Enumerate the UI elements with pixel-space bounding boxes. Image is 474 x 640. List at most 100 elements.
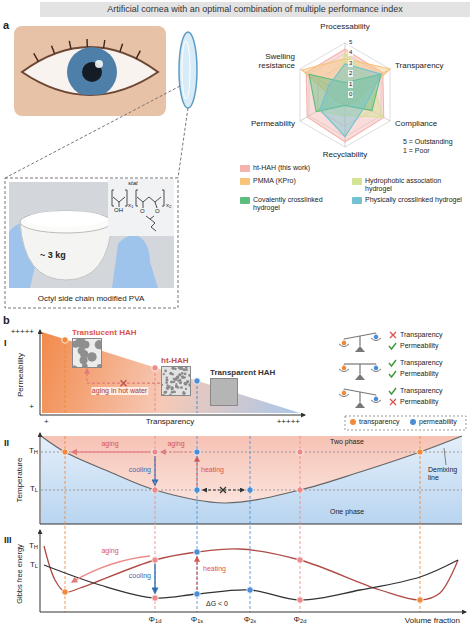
radar-grid (300, 43, 390, 147)
pore (95, 340, 101, 349)
legend-item: PMMA (KPro) (240, 177, 349, 185)
pore (162, 394, 165, 395)
state-dot (152, 365, 158, 371)
line (120, 44, 123, 52)
permeability-transparency-plot (40, 330, 305, 415)
volume-fraction-tick: Φ1s (191, 615, 203, 624)
radar-axis-label: Swelling resistance (245, 52, 295, 70)
axis-title: Permeability (16, 353, 25, 397)
process-label: aging (101, 547, 118, 555)
legend-swatch (240, 165, 250, 172)
subscript: H (34, 449, 38, 455)
pore (173, 378, 175, 380)
line (40, 330, 41, 415)
pore (174, 368, 177, 371)
line (196, 557, 197, 590)
bond (162, 190, 164, 206)
check-mark (389, 371, 396, 377)
process-label: cooling (129, 572, 151, 580)
microstructure-texture (73, 339, 101, 367)
radar-polygon (320, 64, 381, 137)
process-label: heating (201, 466, 224, 474)
texture-ground (162, 367, 190, 395)
check-mark (389, 343, 396, 349)
bond (150, 219, 156, 231)
radar-scale-number: 5 (348, 39, 353, 46)
radar-scale-number: 4 (348, 49, 353, 56)
line (197, 436, 198, 612)
bond (137, 197, 161, 202)
balance-icon (339, 360, 396, 380)
microstructure-label: ht-HAH (161, 356, 191, 366)
line (65, 340, 66, 413)
chem-label: stat (128, 180, 138, 187)
line (72, 451, 150, 452)
process-arrow (72, 556, 150, 582)
line (420, 436, 421, 612)
structure-ground (108, 179, 174, 236)
line (178, 108, 188, 178)
balance-base (355, 402, 365, 408)
eye-illustration (5, 26, 197, 308)
line (197, 381, 198, 413)
axis-title: Volume fraction (405, 616, 460, 625)
legend-text: Physically crosslinked hydrogel (365, 196, 465, 204)
radar-scale-number: 1 (348, 81, 353, 88)
axis-title: Temperature (15, 458, 24, 503)
balance-base (355, 346, 365, 352)
radar-axis-label: Permeability (251, 119, 295, 128)
pore (188, 374, 190, 377)
state-dot (417, 597, 423, 603)
skin (14, 26, 166, 116)
temperature-level: TL (30, 560, 38, 569)
pore (169, 394, 172, 395)
bond (143, 202, 144, 208)
microstructure-square (72, 338, 102, 368)
legend-item: Physically crosslinked hydrogel (352, 196, 465, 204)
line (154, 456, 155, 485)
two-phase-region (41, 436, 462, 503)
volume-fraction-tick: Φ2d (294, 615, 307, 624)
pore (182, 392, 185, 395)
line (344, 363, 376, 364)
energy-note: ΔG < 0 (206, 600, 228, 608)
state-dot (194, 591, 200, 597)
texture-ground (73, 339, 101, 367)
process-connector (87, 369, 160, 383)
radar-scale-number: 0 (348, 91, 353, 98)
state-dot (152, 595, 158, 601)
microstructure-square (210, 378, 238, 406)
line (155, 368, 156, 413)
radar-axis-label: Compliance (395, 119, 437, 128)
process-label: aging (101, 440, 118, 448)
pan-dot (374, 397, 379, 402)
line (300, 436, 301, 612)
cross-mark (390, 399, 396, 405)
pan-dot (374, 366, 379, 371)
line (359, 336, 360, 346)
pore (182, 395, 185, 396)
microstructure-label: Transparent HAH (210, 368, 275, 378)
iris (67, 47, 117, 97)
zoom-box (5, 178, 178, 308)
title-banner: Artificial cornea with an optimal combin… (40, 2, 470, 17)
region-label: One phase (330, 508, 364, 516)
legend-text: permeability (419, 418, 457, 426)
line (154, 563, 155, 593)
pore (171, 373, 174, 376)
temperature-level: TH (29, 446, 38, 455)
line (34, 53, 39, 61)
legend-item: Hydrophobic association hydrogel (352, 177, 465, 193)
pore (188, 383, 190, 386)
powder-photo (9, 179, 174, 288)
pore (179, 379, 182, 382)
cross-mark (121, 380, 127, 386)
subscript: 2d (300, 618, 306, 624)
state-dot (247, 587, 253, 593)
line (86, 39, 88, 47)
panel-letter: b (3, 314, 10, 327)
pan-dot (342, 366, 347, 371)
axis-level: + (29, 402, 34, 411)
line (104, 40, 105, 48)
microstructure-label: Translucent HAH (72, 328, 136, 338)
